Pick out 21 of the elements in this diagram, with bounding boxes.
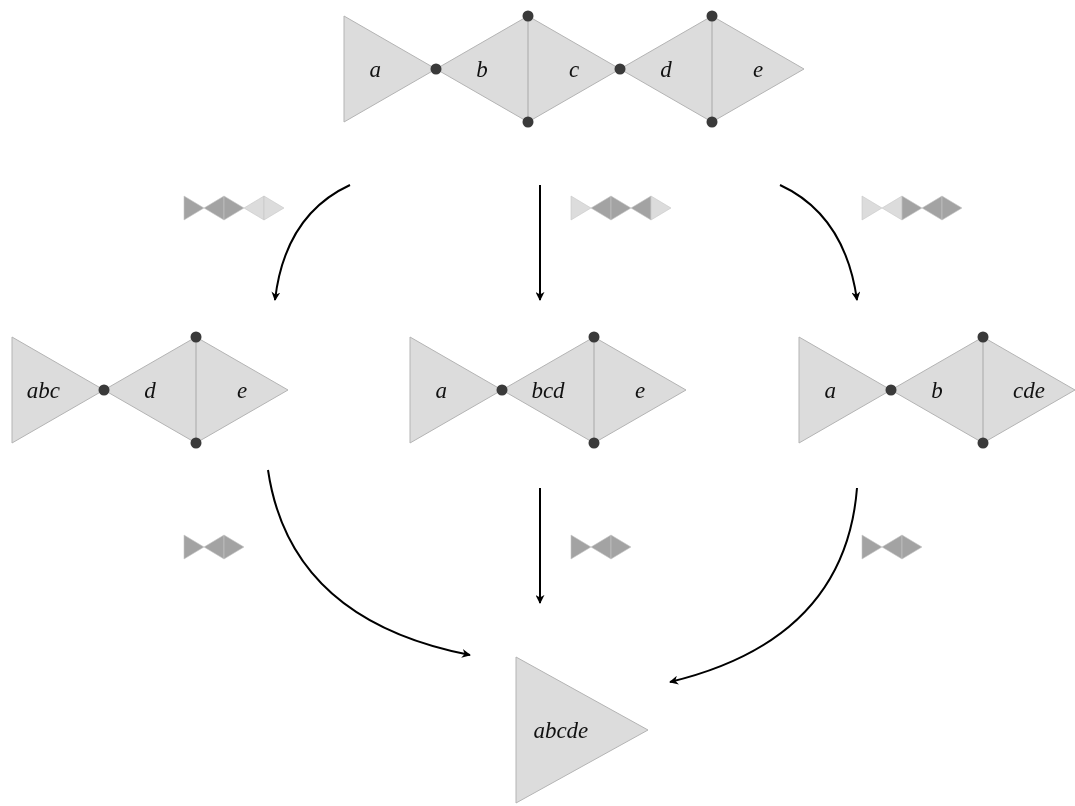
arrow — [535, 487, 545, 604]
region-label: cde — [1013, 378, 1045, 402]
region-label: e — [634, 378, 646, 402]
arrow — [669, 487, 858, 685]
region-label: b — [476, 57, 488, 81]
region-label: a — [435, 378, 447, 402]
region-label: abcde — [533, 718, 589, 742]
arrow — [267, 469, 471, 658]
region-label: a — [824, 378, 836, 402]
arrow — [271, 184, 351, 301]
region-label: bcd — [531, 378, 565, 402]
region-label: c — [568, 57, 580, 81]
region-label: abc — [26, 378, 60, 402]
region-label: d — [144, 378, 156, 402]
arrow — [535, 184, 545, 301]
region-label: e — [752, 57, 764, 81]
region-label: b — [931, 378, 943, 402]
region-label: e — [236, 378, 248, 402]
arrow — [779, 184, 861, 301]
region-label: d — [660, 57, 672, 81]
region-label: a — [369, 57, 381, 81]
